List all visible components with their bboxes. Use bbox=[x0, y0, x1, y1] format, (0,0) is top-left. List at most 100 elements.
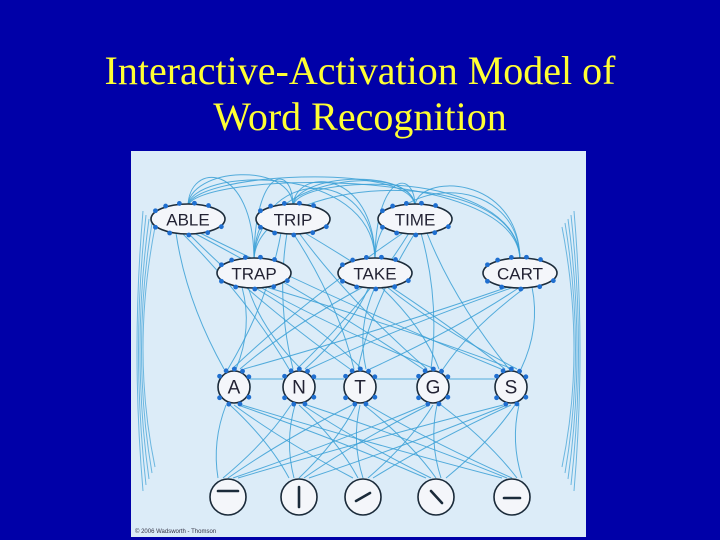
connection-dot bbox=[352, 401, 358, 407]
connection-line bbox=[298, 232, 428, 370]
connection-dot bbox=[445, 224, 451, 230]
connection-dot bbox=[206, 203, 211, 208]
connection-line bbox=[367, 404, 513, 479]
side-connection-line bbox=[570, 214, 579, 486]
connection-dot bbox=[311, 374, 317, 380]
connection-line bbox=[233, 404, 354, 479]
connection-dot bbox=[416, 395, 421, 401]
connection-line bbox=[227, 232, 282, 370]
connection-dot bbox=[419, 200, 424, 206]
word-inhibition-line bbox=[374, 182, 416, 262]
connection-dot bbox=[433, 203, 438, 208]
word-node-trap: TRAP bbox=[216, 257, 292, 289]
connection-dot bbox=[192, 200, 197, 206]
connection-dot bbox=[363, 255, 369, 260]
connection-dot bbox=[499, 284, 505, 290]
connection-dot bbox=[494, 395, 499, 401]
connection-line bbox=[222, 404, 292, 479]
connection-dot bbox=[272, 257, 277, 262]
word-label: ABLE bbox=[166, 211, 209, 230]
connection-dot bbox=[430, 366, 436, 372]
connection-dot bbox=[231, 366, 237, 372]
word-node-time: TIME bbox=[377, 203, 453, 235]
connection-dot bbox=[432, 230, 438, 236]
word-label: TIME bbox=[395, 211, 436, 230]
connection-dot bbox=[518, 286, 524, 292]
connection-dot bbox=[354, 284, 360, 290]
connection-dot bbox=[271, 284, 277, 290]
connection-line bbox=[282, 232, 294, 370]
connection-line bbox=[304, 232, 506, 370]
connection-dot bbox=[305, 368, 310, 374]
connection-dot bbox=[282, 395, 287, 401]
feature-node-diagonal-down bbox=[417, 478, 455, 516]
connection-dot bbox=[186, 232, 192, 238]
connection-dot bbox=[343, 373, 348, 379]
connection-dot bbox=[219, 262, 224, 268]
letter-node-t: T bbox=[343, 370, 377, 404]
connection-line bbox=[357, 232, 416, 370]
connection-dot bbox=[205, 230, 211, 236]
diagonal-stroke-down-icon bbox=[429, 489, 444, 505]
word-inhibition-line bbox=[187, 179, 376, 262]
connection-dot bbox=[390, 203, 396, 209]
word-node-take: TAKE bbox=[337, 257, 413, 289]
connection-line bbox=[298, 404, 357, 479]
connection-dot bbox=[229, 257, 235, 263]
connection-dot bbox=[503, 401, 509, 407]
letter-node-a: A bbox=[217, 370, 251, 404]
connection-dot bbox=[372, 394, 378, 400]
connection-dot bbox=[272, 230, 278, 236]
connection-dot bbox=[310, 230, 316, 236]
side-connection-line bbox=[139, 218, 150, 480]
connection-line bbox=[235, 286, 247, 370]
connection-line bbox=[296, 232, 410, 370]
connection-dot bbox=[291, 401, 297, 407]
connection-dot bbox=[258, 224, 263, 230]
connection-dot bbox=[311, 203, 316, 208]
connection-dot bbox=[282, 373, 287, 379]
connection-dot bbox=[311, 394, 317, 400]
connection-dot bbox=[357, 366, 363, 372]
title-line-1: Interactive-Activation Model of bbox=[104, 48, 616, 93]
connection-dot bbox=[217, 373, 222, 379]
connection-dot bbox=[246, 374, 252, 380]
connection-dot bbox=[524, 254, 529, 260]
connection-dot bbox=[445, 394, 451, 400]
letter-node-s: S bbox=[494, 370, 528, 404]
connection-dot bbox=[394, 230, 400, 236]
connection-line bbox=[367, 404, 434, 479]
connection-line bbox=[380, 286, 440, 370]
connection-dot bbox=[297, 200, 302, 206]
connection-dot bbox=[363, 401, 369, 407]
connection-line bbox=[308, 286, 515, 370]
connection-dot bbox=[445, 374, 451, 380]
letter-node-n: N bbox=[282, 370, 316, 404]
connection-dot bbox=[523, 394, 529, 400]
side-connection-line bbox=[573, 210, 581, 492]
feature-node-horizontal-top bbox=[209, 478, 247, 516]
connection-line bbox=[420, 232, 435, 370]
connection-line bbox=[229, 404, 290, 479]
letter-node-g: G bbox=[416, 370, 450, 404]
connection-dot bbox=[523, 374, 529, 380]
connection-line bbox=[181, 232, 290, 370]
connection-dot bbox=[343, 395, 348, 401]
connection-dot bbox=[237, 401, 243, 407]
letter-label: G bbox=[426, 378, 441, 399]
connection-dot bbox=[268, 203, 274, 209]
connection-line bbox=[445, 404, 516, 479]
connection-dot bbox=[372, 374, 378, 380]
slide-title: Interactive-Activation Model of Word Rec… bbox=[0, 48, 720, 140]
connection-line bbox=[227, 404, 353, 479]
word-label: TAKE bbox=[353, 265, 396, 284]
connection-dot bbox=[340, 262, 345, 268]
connection-dot bbox=[380, 224, 385, 230]
connection-line bbox=[520, 286, 536, 370]
connection-dot bbox=[405, 278, 411, 284]
connection-line bbox=[253, 286, 363, 370]
side-connection-line bbox=[138, 214, 147, 486]
connection-line bbox=[426, 232, 510, 370]
